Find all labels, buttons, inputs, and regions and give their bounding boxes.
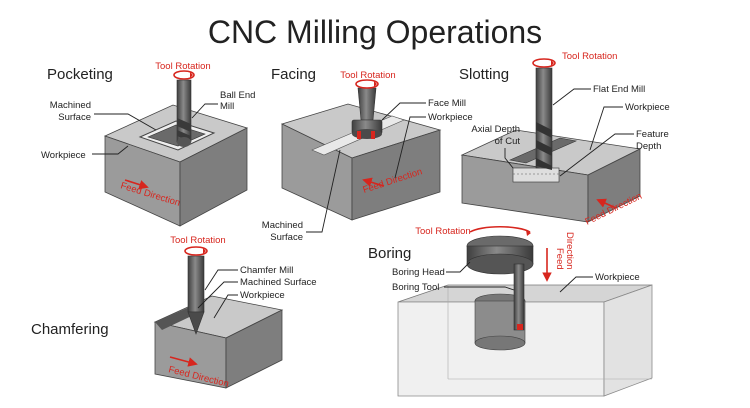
slotting-axial-depth-leader (504, 148, 514, 169)
chamfering-block-side (225, 309, 283, 389)
slotting-workpiece-label: Workpiece (625, 102, 670, 113)
pocketing-tool-label-2: Mill (220, 101, 234, 112)
boring-workpiece-leader (559, 276, 593, 293)
ball-end-mill-tip (177, 137, 191, 147)
slotting-feature-depth-label-2: Depth (636, 141, 661, 152)
ball-end-mill-flutes (177, 118, 191, 142)
slotting-panel: Slotting Tool Rotation Feed Direction Fl… (459, 51, 670, 228)
slotting-feature-depth-leader (559, 133, 634, 177)
facing-workpiece-label: Workpiece (428, 112, 473, 123)
slotting-tool-leader (552, 88, 591, 106)
pocketing-tool-rotation-label: Tool Rotation (155, 61, 210, 72)
slotting-rotation-icon (532, 58, 556, 68)
facing-tool-leader (381, 102, 426, 121)
facing-surface-label-2: Surface (270, 232, 303, 243)
boring-feed-label-2: Direction (564, 232, 575, 270)
chamfering-rotation-icon (184, 246, 208, 256)
boring-block-side (603, 284, 653, 397)
boring-title: Boring (368, 245, 411, 262)
chamfering-title: Chamfering (31, 321, 109, 338)
chamfering-surface-leader (197, 281, 238, 309)
page-title: CNC Milling Operations (208, 14, 542, 50)
face-mill-arbor (357, 87, 377, 121)
boring-tool-rotation-label: Tool Rotation (415, 226, 470, 237)
chamfering-feed-arrow (169, 356, 198, 367)
slotting-tool-label: Flat End Mill (593, 84, 645, 95)
boring-rotation-icon (469, 225, 531, 233)
pocketing-surface-label-2: Surface (58, 112, 91, 123)
bore-hole-bottom (474, 335, 526, 351)
boring-tool-bar (513, 263, 525, 331)
chamfering-tool-rotation-label: Tool Rotation (170, 235, 225, 246)
chamfering-tool-leader (204, 269, 238, 291)
boring-workpiece-label: Workpiece (595, 272, 640, 283)
face-mill-insert-1 (357, 131, 361, 139)
chamfering-surface-label: Machined Surface (240, 277, 317, 288)
facing-rotation-icon (355, 79, 379, 89)
slotting-tool-rotation-label: Tool Rotation (562, 51, 617, 62)
pocketing-title: Pocketing (47, 66, 113, 83)
boring-head-label: Boring Head (392, 267, 445, 278)
rotation-arrowhead-icon (374, 81, 377, 87)
slot-profile (512, 167, 560, 183)
rotation-arrowhead-icon (190, 72, 193, 78)
pocketing-workpiece-label: Workpiece (41, 150, 86, 161)
facing-panel: Facing Tool Rotation Feed Direction Face… (262, 66, 473, 243)
pocketing-surface-leader (94, 113, 157, 131)
slotting-axial-depth-label-1: Axial Depth (471, 124, 520, 135)
pocketing-rotation-icon (173, 70, 195, 80)
boring-tool-leader (444, 286, 515, 291)
slotting-workpiece-leader (589, 106, 623, 151)
boring-tool-insert (517, 324, 523, 330)
pocketing-surface-label-1: Machined (50, 100, 91, 111)
slotting-axial-depth-label-2: of Cut (495, 136, 521, 147)
chamfering-workpiece-label: Workpiece (240, 290, 285, 301)
pocketing-tool-label-1: Ball End (220, 90, 255, 101)
boring-head-leader (446, 261, 471, 273)
facing-feed-arrow (362, 177, 385, 187)
slotting-title: Slotting (459, 66, 509, 83)
facing-title: Facing (271, 66, 316, 83)
face-mill-base (352, 129, 382, 139)
slotting-feed-arrow (596, 198, 617, 209)
pocketing-feed-arrow (124, 179, 149, 190)
boring-panel: Boring Tool Rotation Feed Direction Bori… (368, 225, 653, 397)
flat-end-mill-flutes (536, 122, 552, 170)
chamfering-workpiece-leader (213, 294, 238, 319)
chamfer-mill-tip (187, 311, 205, 335)
chamfer-mill-shank (187, 255, 205, 313)
pocketing-tool-leader (191, 103, 218, 119)
rotation-arrowhead-icon (203, 248, 206, 254)
rotation-arrowhead-icon (551, 60, 554, 66)
facing-tool-label: Face Mill (428, 98, 466, 109)
facing-surface-leader (306, 149, 341, 233)
facing-surface-label-1: Machined (262, 220, 303, 231)
chamfering-tool-label: Chamfer Mill (240, 265, 293, 276)
facing-workpiece-leader (394, 116, 426, 179)
pocketing-block-side (179, 127, 248, 227)
rotation-arrowhead-icon (526, 230, 531, 236)
boring-tool-label: Boring Tool (392, 282, 439, 293)
pocketing-panel: Pocketing Tool Rotation Feed Direction B… (41, 61, 255, 227)
slotting-feature-depth-label-1: Feature (636, 129, 669, 140)
pocketing-workpiece-leader (92, 145, 129, 155)
facing-tool-rotation-label: Tool Rotation (340, 70, 395, 81)
chamfering-panel: Chamfering Tool Rotation Feed Direction … (31, 235, 317, 390)
face-mill-insert-2 (371, 131, 375, 139)
boring-feed-label-1: Feed (554, 248, 565, 270)
